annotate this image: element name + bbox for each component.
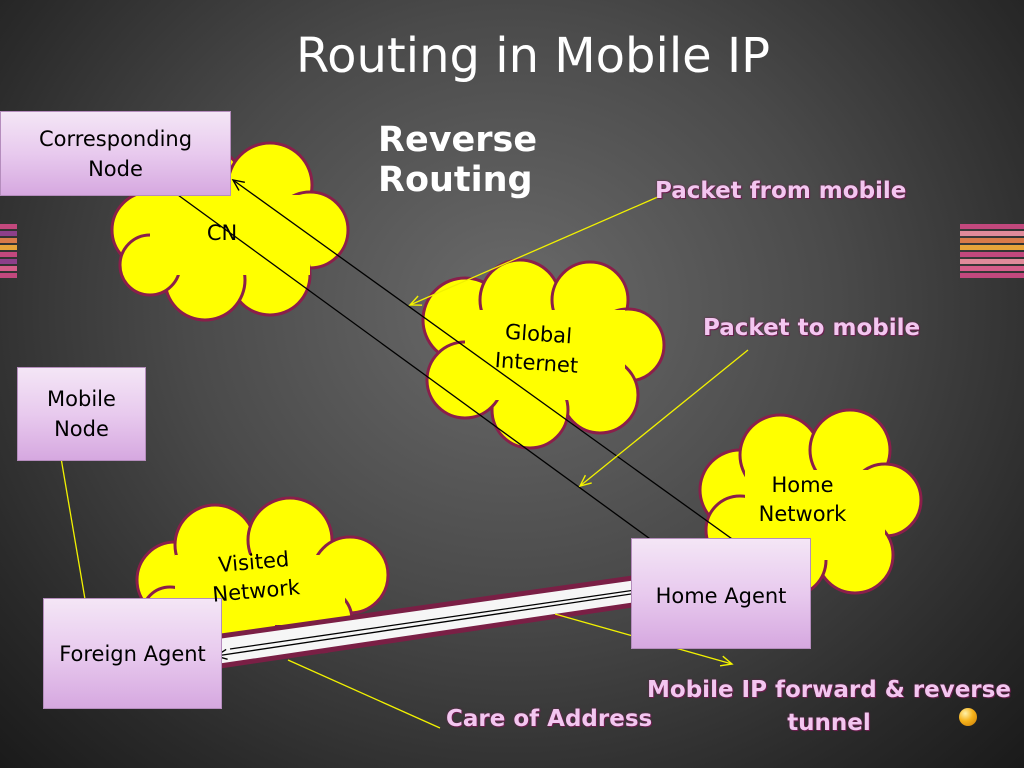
line-cn-to-home-agent xyxy=(177,194,692,569)
line-home-agent-to-cn xyxy=(231,179,779,573)
foreign-agent-label: Foreign Agent xyxy=(59,641,206,666)
slide-subtitle: Reverse Routing xyxy=(378,120,538,200)
mobile-node-label: Mobile Node xyxy=(47,387,116,441)
callout-care-of-address: Care of Address xyxy=(446,706,653,732)
pointer-mobile-node xyxy=(59,451,87,606)
callout-tunnel: Mobile IP forward & reverse tunnel xyxy=(647,677,1011,736)
cn-cloud-label: CN xyxy=(206,221,238,245)
pointer-care-of-address xyxy=(287,659,441,729)
callout-packet-from-mobile: Packet from mobile xyxy=(655,178,907,204)
home-agent-label: Home Agent xyxy=(655,584,787,608)
slide-title: Routing in Mobile IP xyxy=(295,28,771,84)
next-slide-bullet-icon[interactable] xyxy=(959,708,977,726)
visited-network-label: Visited Network xyxy=(211,547,301,607)
foreign-agent-box: Foreign Agent xyxy=(43,598,222,709)
right-decor-stripes xyxy=(960,224,1024,280)
corresponding-node-box: Corresponding Node xyxy=(0,111,231,196)
corresponding-node-label: Corresponding Node xyxy=(38,126,193,181)
left-decor-stripes xyxy=(0,224,17,280)
home-agent-box: Home Agent xyxy=(631,538,811,649)
line-tunnel-forward xyxy=(229,588,643,650)
pointer-packet-from-mobile xyxy=(408,195,661,306)
mobile-node-box: Mobile Node xyxy=(17,367,146,461)
global-internet-label: Global Internet xyxy=(494,319,579,378)
callout-packet-to-mobile: Packet to mobile xyxy=(703,315,921,341)
home-network-label: Home Network xyxy=(758,473,847,526)
pointer-packet-to-mobile xyxy=(578,349,749,488)
